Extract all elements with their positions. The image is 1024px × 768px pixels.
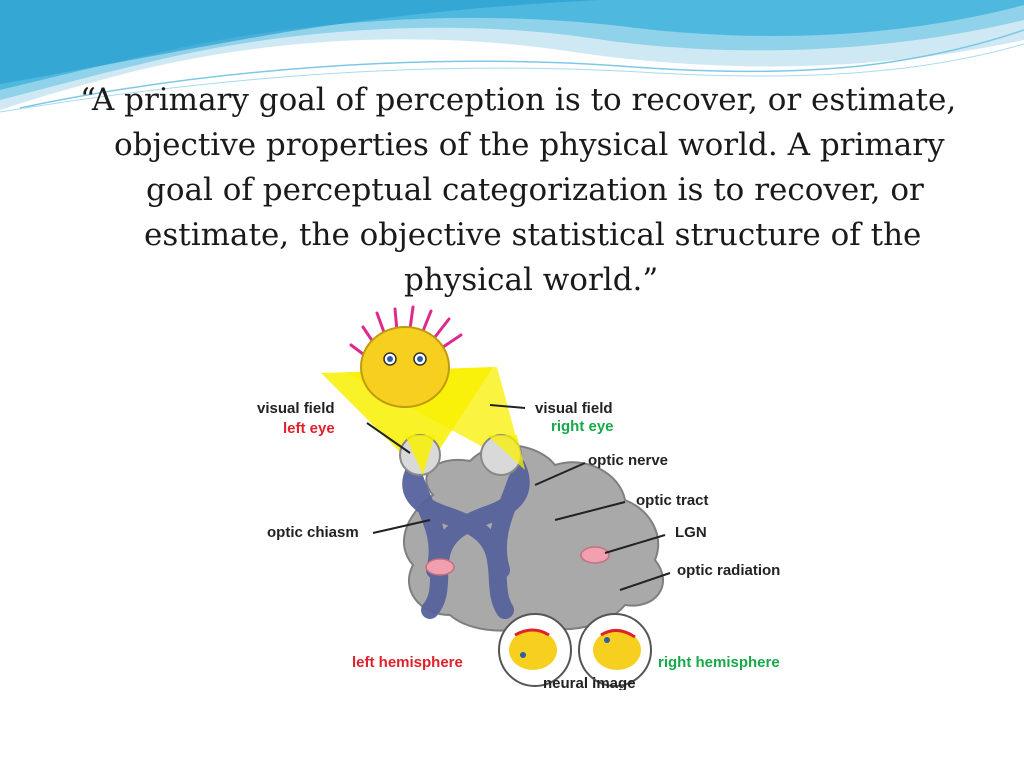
label-optic-radiation: optic radiation — [677, 562, 780, 579]
quote-line: goal of perceptual categorization is to … — [146, 172, 924, 208]
label-visual-field-left: visual field — [257, 400, 335, 417]
quote-text: “A primary goal of perception is to reco… — [60, 78, 970, 303]
quote-line: estimate, the objective statistical stru… — [144, 217, 922, 253]
label-left-eye: left eye — [283, 420, 335, 437]
neural-image-right — [578, 613, 652, 687]
visual-pathway-diagram: visual field left eye visual field right… — [257, 305, 780, 690]
label-optic-chiasm: optic chiasm — [267, 524, 359, 541]
label-left-hemisphere: left hemisphere — [352, 654, 463, 671]
neural-image-left — [498, 613, 572, 687]
label-arrows — [366, 404, 671, 591]
lgn-left-icon — [425, 558, 455, 576]
label-visual-field-right: visual field — [535, 400, 613, 417]
head-icon — [349, 305, 463, 408]
label-lgn: LGN — [675, 524, 707, 541]
label-right-hemisphere: right hemisphere — [658, 654, 780, 671]
quote-line: “A primary goal of perception is to reco… — [80, 82, 957, 118]
quote-line: objective properties of the physical wor… — [114, 127, 945, 163]
label-optic-tract: optic tract — [636, 492, 709, 509]
label-optic-nerve: optic nerve — [588, 452, 668, 469]
header-wave-decoration — [0, 0, 1024, 113]
quote-line: physical world.” — [404, 262, 659, 298]
lgn-right-icon — [580, 546, 610, 564]
label-right-eye: right eye — [551, 418, 614, 435]
label-neural-image: neural image — [543, 675, 636, 690]
